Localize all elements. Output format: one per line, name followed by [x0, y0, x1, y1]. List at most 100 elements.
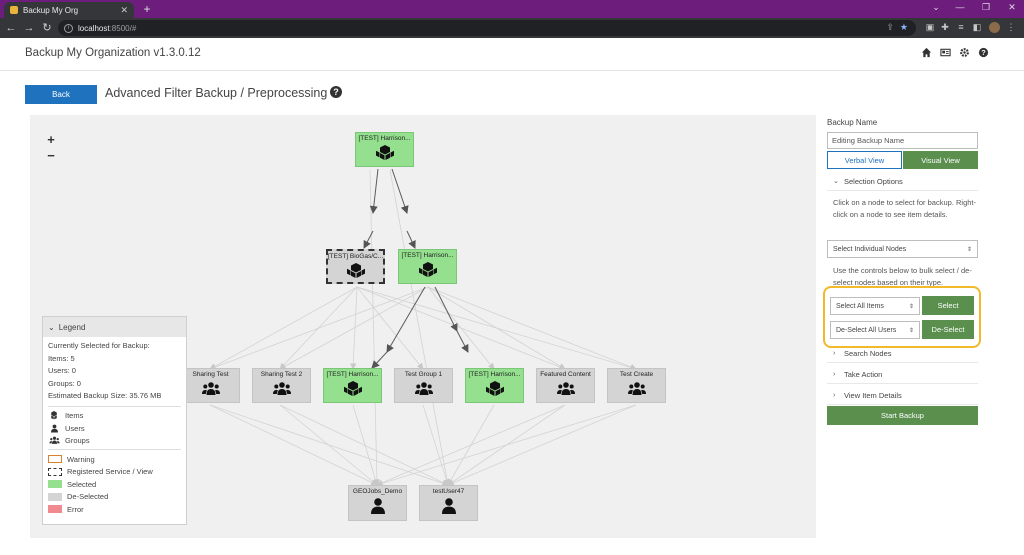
- url-text: localhost:8500/#: [78, 23, 137, 33]
- backup-name-input[interactable]: Editing Backup Name: [827, 132, 978, 149]
- new-tab-button[interactable]: +: [143, 2, 151, 16]
- verbal-view-button[interactable]: Verbal View: [827, 151, 902, 169]
- reading-list-icon[interactable]: ≡: [958, 22, 964, 32]
- search-nodes-header[interactable]: › Search Nodes: [827, 344, 978, 363]
- selection-instructions: Click on a node to select for backup. Ri…: [833, 198, 976, 219]
- help-circle-icon[interactable]: ?: [977, 47, 989, 59]
- selection-options-label: Selection Options: [844, 176, 903, 186]
- legend-toggle[interactable]: ⌄ Legend: [43, 317, 186, 337]
- gear-icon[interactable]: [958, 47, 970, 59]
- view-item-details-label: View Item Details: [844, 390, 902, 400]
- browser-tab[interactable]: Backup My Org ✕: [4, 2, 134, 18]
- deselect-button[interactable]: De-Select: [922, 320, 974, 339]
- extension-icon[interactable]: ▣: [925, 22, 935, 32]
- users-group-icon: [201, 382, 220, 395]
- chevron-right-icon: ›: [833, 349, 836, 357]
- take-action-header[interactable]: › Take Action: [827, 365, 978, 384]
- view-item-details-header[interactable]: › View Item Details: [827, 386, 978, 405]
- tab-title: Backup My Org: [23, 5, 79, 15]
- profile-avatar[interactable]: [989, 22, 1000, 33]
- graph-node-harrison-low1[interactable]: [TEST] Harrison...: [323, 368, 382, 403]
- deselect-all-dropdown[interactable]: De-Select All Users ⇕: [830, 321, 920, 339]
- graph-node-geojobs-demo[interactable]: GEOJobs_Demo: [348, 485, 407, 521]
- cubes-icon: [346, 263, 365, 278]
- legend-deselected: De-Selected: [67, 492, 109, 502]
- legend-error: Error: [67, 504, 84, 514]
- graph-node-biogas[interactable]: [TEST] BioGas/C...: [326, 249, 385, 284]
- tab-close-icon[interactable]: ✕: [120, 4, 128, 15]
- select-arrows-icon: ⇕: [966, 246, 972, 253]
- graph-node-testuser47[interactable]: testUser47: [419, 485, 478, 521]
- take-action-label: Take Action: [844, 369, 883, 379]
- maximize-button[interactable]: ❐: [981, 2, 991, 12]
- graph-node-harrison-mid[interactable]: [TEST] Harrison...: [398, 249, 457, 284]
- minimize-button[interactable]: —: [955, 2, 965, 12]
- puzzle-icon[interactable]: ✚: [941, 22, 949, 32]
- home-icon[interactable]: [920, 47, 932, 59]
- back-button[interactable]: Back: [25, 85, 97, 104]
- graph-node-harrison-low2[interactable]: [TEST] Harrison...: [465, 368, 524, 403]
- users-group-icon: [48, 436, 60, 446]
- selection-options-header[interactable]: ⌄ Selection Options: [827, 172, 978, 191]
- select-arrows-icon: ⇕: [908, 303, 914, 310]
- site-info-icon[interactable]: i: [64, 23, 73, 33]
- bulk-select-text: Use the controls below to bulk select / …: [833, 266, 972, 287]
- select-all-dropdown[interactable]: Select All Items ⇕: [830, 297, 920, 315]
- cubes-icon: [375, 145, 394, 160]
- deselect-all-value: De-Select All Users: [836, 326, 897, 334]
- legend-swatch-warning: [48, 455, 62, 464]
- legend-type-groups: Groups: [65, 436, 90, 446]
- select-button[interactable]: Select: [922, 296, 974, 315]
- address-bar[interactable]: i localhost:8500/# ⇪ ★: [58, 20, 916, 36]
- graph-node-test-create[interactable]: Test Create: [607, 368, 666, 403]
- close-window-button[interactable]: ✕: [1008, 2, 1016, 12]
- legend-warning: Warning: [67, 454, 95, 464]
- legend-estimated-size: Estimated Backup Size: 35.76 MB: [48, 391, 162, 400]
- users-group-icon: [627, 382, 646, 395]
- visual-view-button[interactable]: Visual View: [903, 151, 978, 169]
- reload-icon[interactable]: ↻: [42, 22, 52, 34]
- tab-search-icon[interactable]: ⌄: [932, 2, 940, 12]
- graph-node-sharing-test[interactable]: Sharing Test: [181, 368, 240, 403]
- select-arrows-icon: ⇕: [908, 327, 914, 334]
- legend-title: Legend: [58, 322, 86, 332]
- header-divider: [0, 70, 1024, 71]
- start-backup-button[interactable]: Start Backup: [827, 406, 978, 425]
- graph-node-sharing-test-2[interactable]: Sharing Test 2: [252, 368, 311, 403]
- zoom-out-button[interactable]: −: [47, 148, 55, 163]
- legend-items-count: Items: 5: [48, 353, 75, 363]
- individual-select-dropdown[interactable]: Select Individual Nodes ⇕: [827, 240, 978, 258]
- users-group-icon: [414, 382, 433, 395]
- legend-divider: [48, 449, 181, 450]
- zoom-in-button[interactable]: +: [47, 132, 55, 147]
- legend-swatch-deselected: [48, 492, 62, 501]
- back-arrow-icon[interactable]: ←: [5, 22, 17, 34]
- legend-selected-heading: Currently Selected for Backup:: [48, 341, 150, 350]
- graph-node-test-group-1[interactable]: Test Group 1: [394, 368, 453, 403]
- legend-swatch-registered: [48, 467, 62, 476]
- chrome-menu-icon[interactable]: ⋮: [1006, 22, 1016, 32]
- search-nodes-label: Search Nodes: [844, 348, 892, 358]
- share-icon[interactable]: ⇪: [886, 22, 894, 32]
- legend-type-users: Users: [65, 423, 85, 433]
- legend-panel: ⌄ Legend Currently Selected for Backup: …: [42, 316, 187, 525]
- app-title: Backup My Organization v1.3.0.12: [25, 47, 201, 59]
- chevron-right-icon: ›: [833, 391, 836, 399]
- page-title: Advanced Filter Backup / Preprocessing: [105, 86, 328, 100]
- legend-registered: Registered Service / View: [67, 467, 153, 477]
- cubes-icon: [343, 381, 362, 396]
- graph-node-featured-content[interactable]: Featured Content: [536, 368, 595, 403]
- legend-swatch-selected: [48, 480, 62, 489]
- side-panel-icon[interactable]: ◧: [972, 22, 982, 32]
- forward-arrow-icon[interactable]: →: [23, 22, 35, 34]
- svg-text:?: ?: [981, 48, 986, 57]
- user-icon: [48, 423, 60, 433]
- page-help-icon[interactable]: ?: [330, 86, 342, 98]
- graph-node-root[interactable]: [TEST] Harrison...: [355, 132, 414, 167]
- cubes-icon: [48, 411, 60, 421]
- legend-groups-count: Groups: 0: [48, 378, 81, 388]
- bookmark-star-icon[interactable]: ★: [899, 22, 908, 32]
- chevron-down-icon: ⌄: [833, 178, 839, 185]
- id-card-icon[interactable]: [939, 47, 951, 59]
- legend-type-items: Items: [65, 411, 84, 421]
